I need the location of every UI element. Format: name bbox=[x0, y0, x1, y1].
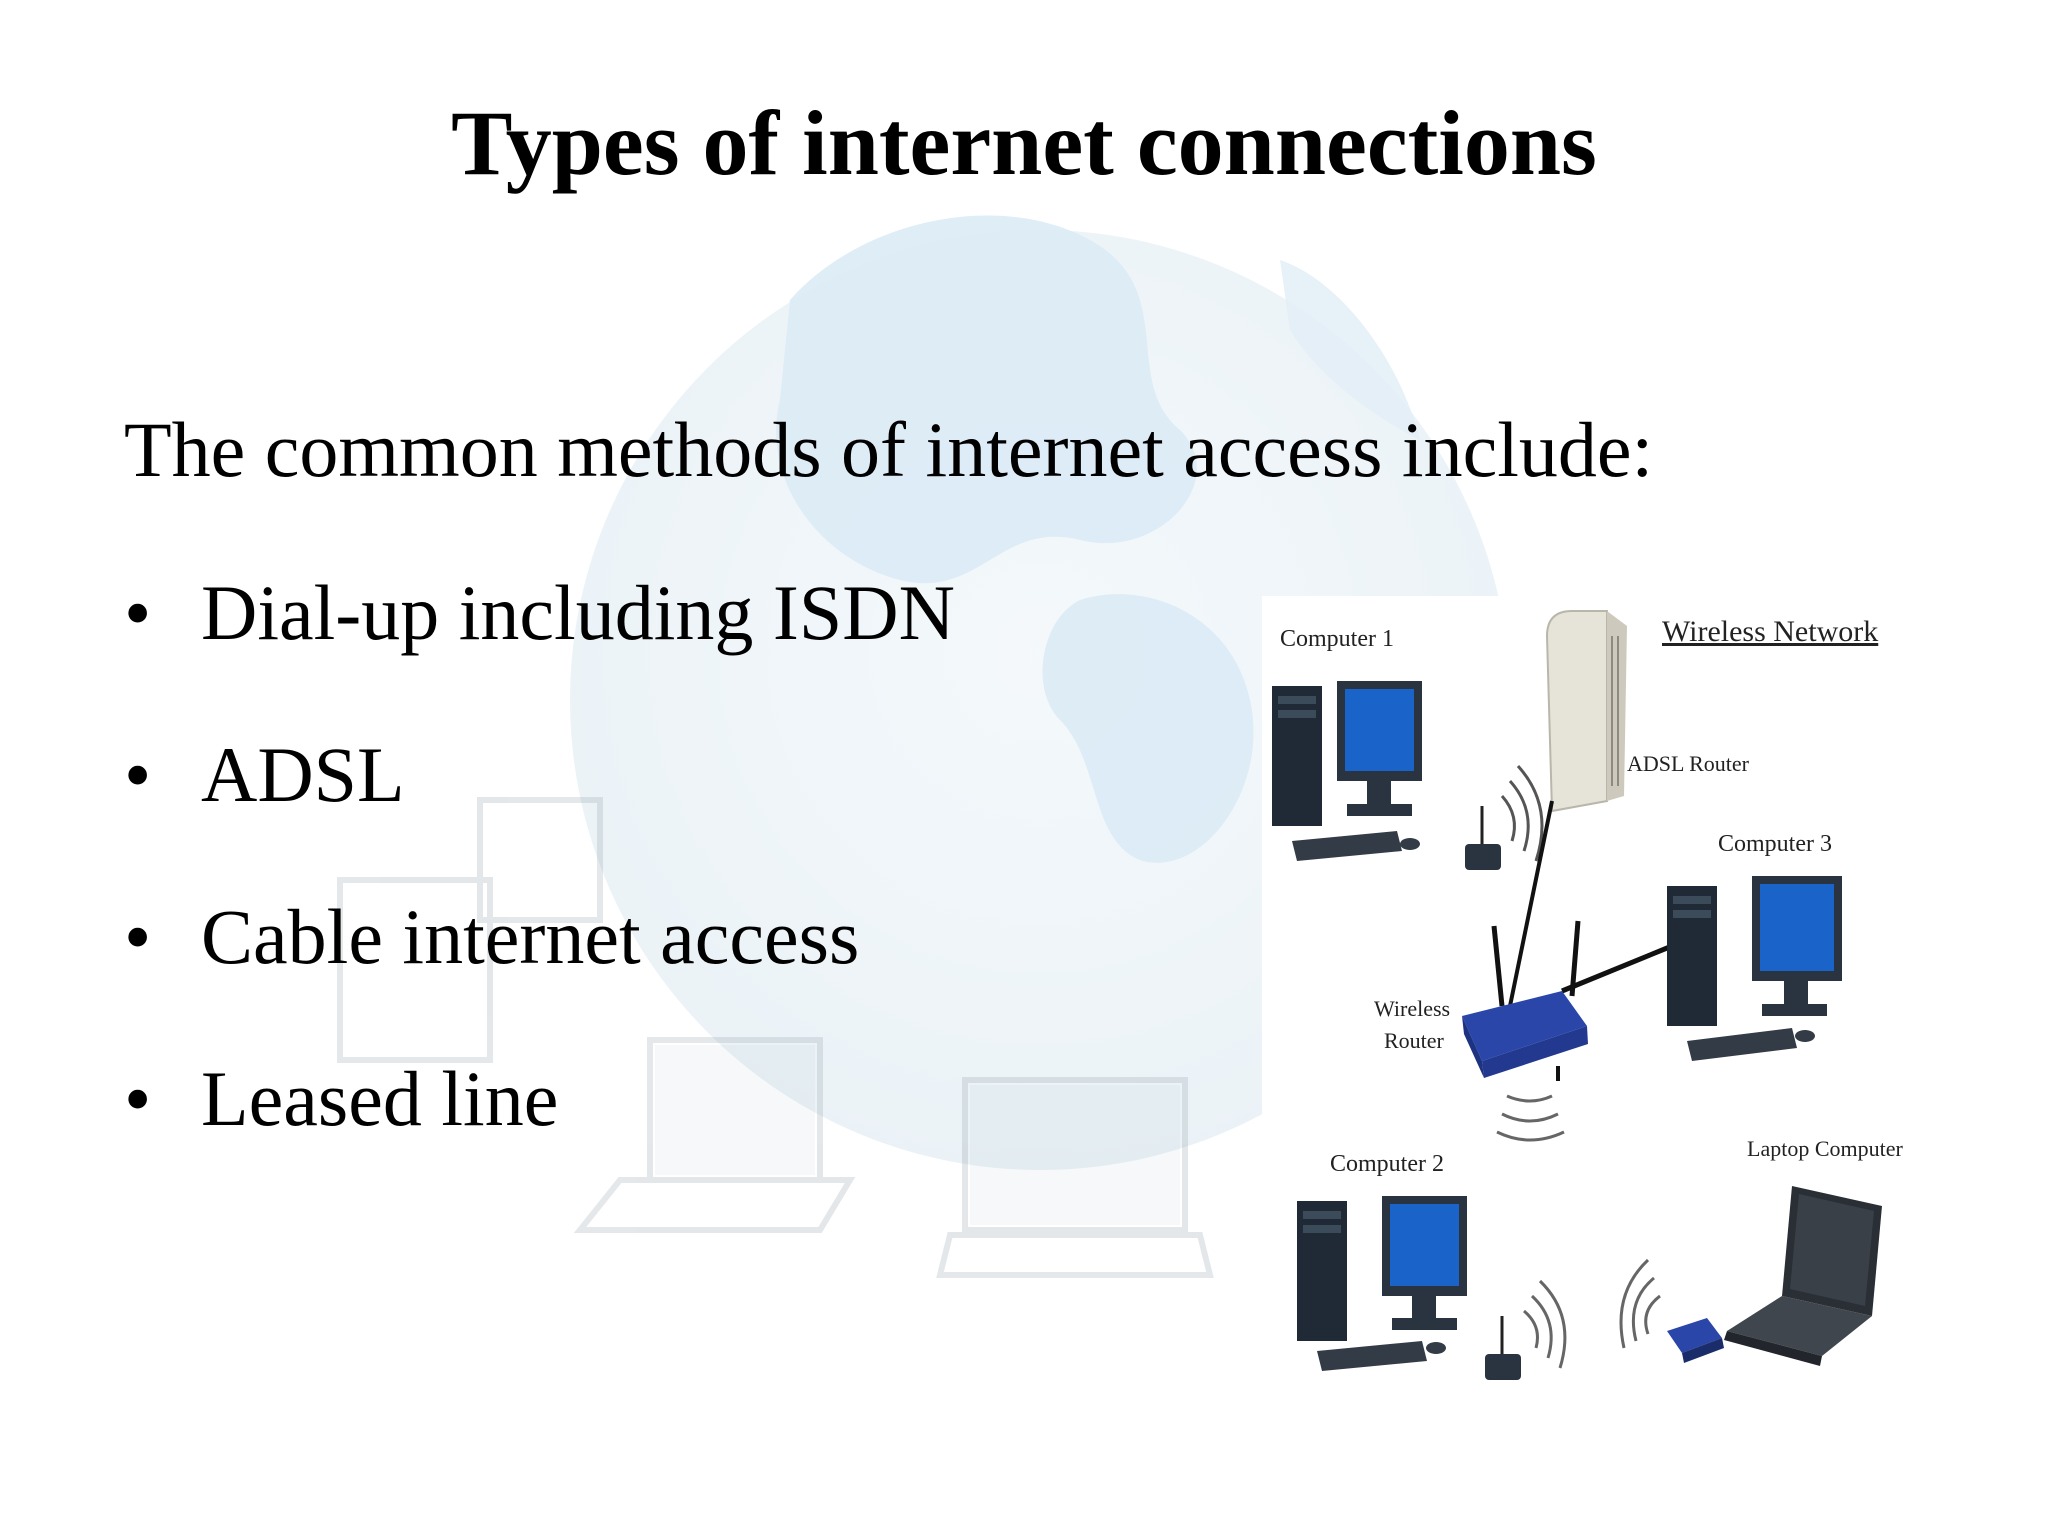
wireless-network-diagram: Wireless Network Computer 1 ADSL Router bbox=[1262, 596, 1912, 1416]
pc-card-adapter-icon bbox=[1667, 1318, 1724, 1363]
wireless-router-icon bbox=[1462, 920, 1588, 1081]
intro-text: The common methods of internet access in… bbox=[124, 406, 1654, 493]
computer-3-link bbox=[1561, 943, 1673, 994]
wifi-signal-icon bbox=[1523, 1279, 1567, 1369]
computer-2-icon bbox=[1297, 1196, 1467, 1371]
wireless-router-label-line1: Wireless bbox=[1374, 996, 1450, 1021]
computer-3-icon bbox=[1667, 876, 1842, 1061]
bullet-icon: • bbox=[124, 1055, 152, 1142]
slide-title: Types of internet connections bbox=[451, 92, 1597, 194]
computer-1-label: Computer 1 bbox=[1280, 626, 1394, 652]
bullet-icon: • bbox=[124, 569, 152, 656]
bullet-text: Dial-up including ISDN bbox=[201, 569, 955, 656]
bullet-text: ADSL bbox=[201, 731, 405, 818]
bullet-icon: • bbox=[124, 731, 152, 818]
wireless-adapter-icon bbox=[1465, 806, 1501, 870]
wifi-signal-icon bbox=[1500, 764, 1544, 862]
adsl-to-router-link bbox=[1508, 800, 1554, 1007]
wireless-router-label-line2: Router bbox=[1384, 1028, 1445, 1053]
bullet-text: Cable internet access bbox=[201, 893, 860, 980]
wifi-signal-icon bbox=[1496, 1094, 1565, 1142]
adsl-router-icon bbox=[1545, 610, 1627, 813]
computer-1-icon bbox=[1272, 681, 1422, 861]
computer-3-label: Computer 3 bbox=[1718, 831, 1832, 857]
laptop-computer-icon bbox=[1724, 1186, 1882, 1366]
wireless-adapter-icon bbox=[1485, 1316, 1521, 1380]
diagram-heading: Wireless Network bbox=[1662, 615, 1878, 648]
bullet-text: Leased line bbox=[201, 1055, 559, 1142]
bullet-icon: • bbox=[124, 893, 152, 980]
laptop-label: Laptop Computer bbox=[1747, 1136, 1903, 1161]
computer-2-label: Computer 2 bbox=[1330, 1151, 1444, 1177]
wifi-signal-icon bbox=[1619, 1258, 1661, 1349]
adsl-router-label: ADSL Router bbox=[1627, 751, 1750, 776]
